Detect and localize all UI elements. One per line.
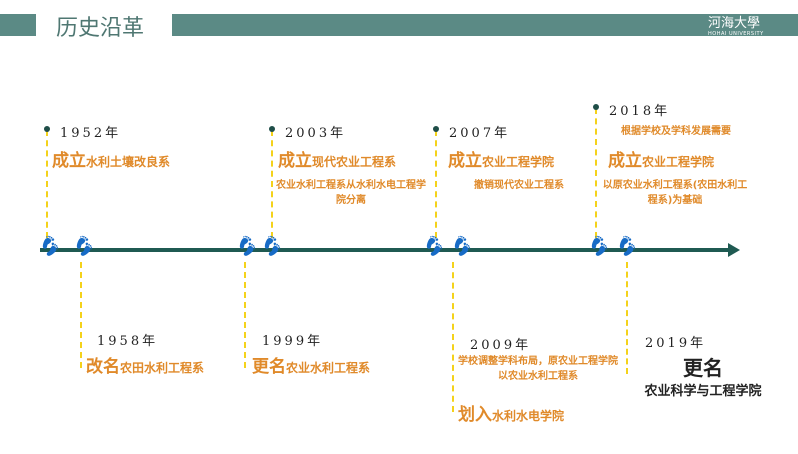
event-title: 更名农业水利工程系 [252, 357, 371, 377]
event-year: 2009年 [470, 338, 532, 353]
timeline-axis [40, 248, 730, 252]
footprint-icon: 👣 [585, 233, 613, 260]
event-note: 农业水利工程系从水利水电工程学院分离 [276, 180, 426, 206]
event-lead: 更名 [683, 356, 723, 380]
event-year: 1952年 [60, 126, 122, 141]
footprint-icon: 👣 [448, 233, 476, 260]
event-title: 成立农业工程学院 [608, 151, 715, 171]
event-note: 根据学校及学科发展需要 [621, 126, 731, 137]
event-year: 2019年 [645, 336, 707, 351]
event-title: 成立现代农业工程系 [278, 151, 397, 171]
footprint-icon: 👣 [420, 233, 448, 260]
event-year: 2007年 [449, 126, 511, 141]
event-title: 成立农业工程学院 [448, 151, 555, 171]
event-note: 以原农业水利工程系(农田水利工程系)为基础 [602, 180, 748, 206]
header-band-right [172, 14, 798, 36]
page-title: 历史沿革 [56, 16, 145, 41]
footprint-icon: 👣 [258, 233, 286, 260]
timeline-arrow-icon [728, 243, 740, 257]
event-year: 1999年 [262, 334, 324, 349]
footprint-icon: 👣 [36, 233, 64, 260]
event-note: 撤销现代农业工程系 [474, 180, 564, 191]
footprint-icon: 👣 [613, 233, 641, 260]
event-year: 2018年 [609, 104, 671, 119]
event-title: 改名农田水利工程系 [86, 357, 205, 377]
event-year: 1958年 [97, 334, 159, 349]
event-note: 学校调整学科布局，原农业工程学院以农业水利工程系 [458, 356, 618, 382]
footprint-icon: 👣 [70, 233, 98, 260]
event-title: 农业科学与工程学院 [644, 384, 762, 399]
header-band-left [0, 14, 36, 36]
footprint-icon: 👣 [233, 233, 261, 260]
event-year: 2003年 [285, 126, 347, 141]
event-title: 成立水利土壤改良系 [52, 151, 171, 171]
event-title: 划入水利水电学院 [458, 405, 565, 425]
